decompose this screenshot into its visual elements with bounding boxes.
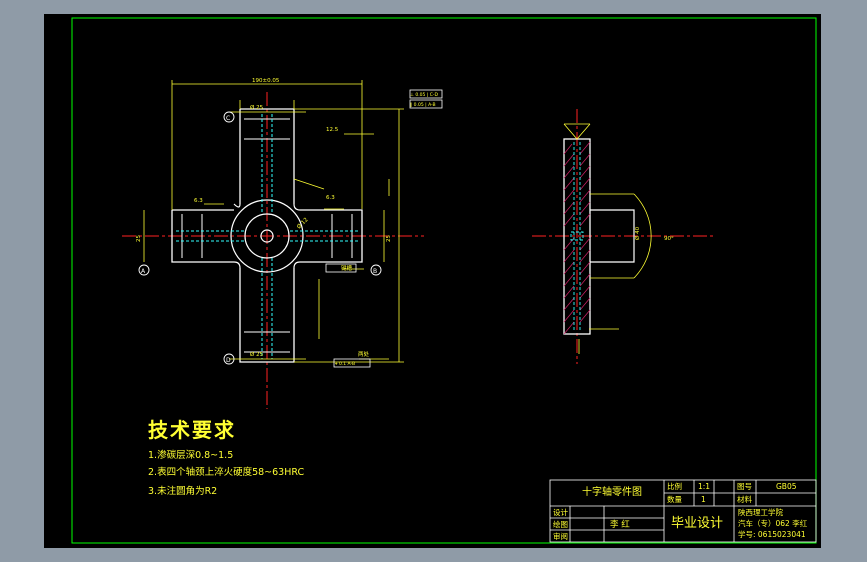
dim-roughness-3: 12.5: [326, 127, 339, 133]
title-block-material-label: 材料: [737, 495, 752, 504]
tech-requirement-3: 3.未注圆角为R2: [148, 486, 218, 497]
dim-angle: 90°: [664, 236, 674, 242]
title-block-scale-label: 比例: [667, 482, 682, 491]
datum-b-label: B: [373, 268, 377, 275]
section-hatch: [563, 141, 591, 335]
dim-overall-width: 190±0.05: [252, 78, 280, 84]
pair-label: 两处: [358, 350, 370, 358]
dim-left-height: 25: [136, 235, 142, 242]
datum-a-bubble: [138, 264, 150, 276]
hub-inner-circle: [244, 213, 290, 259]
dim-lower-diameter: Ø 25: [250, 351, 264, 358]
title-block-drawing-no-label: 图号: [737, 482, 752, 491]
dim-upper-diameter: Ø 25: [250, 104, 264, 111]
datum-c-label: C: [226, 115, 230, 122]
tolerance-frame-1-text: ⊥ 0.05 | C-D: [410, 92, 439, 98]
dim-right-height: 25: [386, 235, 392, 242]
datum-d-bubble: [223, 353, 235, 365]
tech-requirements-title: 技术要求: [148, 418, 236, 442]
angle-arc: [633, 193, 652, 279]
tolerance-frame-3: [333, 358, 371, 368]
side-section-view: Ø 40 90°: [532, 109, 716, 364]
tolerance-frame-2: [409, 99, 443, 109]
tolerance-frame-2-text: ∥ 0.05 | A-B: [410, 102, 436, 108]
hub-outer-circle: [230, 199, 304, 273]
title-block-drafter: 李 红: [610, 520, 630, 530]
title-block-project: 毕业设计: [671, 516, 724, 531]
dim-roughness-2: 6.3: [326, 195, 335, 201]
datum-c-bubble: [223, 111, 235, 123]
slot-label-frame: [325, 263, 357, 273]
tech-requirement-2: 2.表四个轴颈上淬火硬度58~63HRC: [148, 467, 305, 478]
slot-label: 键槽: [341, 264, 353, 272]
datum-b-bubble: [370, 264, 382, 276]
datum-d-label: D: [226, 357, 231, 364]
tolerance-note: ⌖ 0.1 A-B: [335, 361, 355, 367]
title-block-drawing-label: 绘图: [553, 520, 568, 529]
front-dimensions: [143, 80, 404, 363]
dim-roughness-1: 6.3: [194, 198, 203, 204]
title-block-class: 汽车（专）062 李红: [738, 519, 808, 528]
drawing-sheet: 190±0.05 Ø 25 Ø 25 6.3 6.3 12.5 键槽 两处 ⌖ …: [44, 14, 821, 548]
hidden-oil-passages: [176, 114, 358, 359]
inner-frame: [71, 17, 817, 544]
cad-drawing: 190±0.05 Ø 25 Ø 25 6.3 6.3 12.5 键槽 两处 ⌖ …: [71, 17, 817, 544]
title-block-design-label: 设计: [553, 508, 568, 517]
front-view: 190±0.05 Ø 25 Ø 25 6.3 6.3 12.5 键槽 两处 ⌖ …: [122, 78, 443, 409]
title-block-scale-value: 1:1: [698, 482, 711, 491]
title-block-grid: [549, 479, 817, 543]
title-block-student-id: 学号: 0615023041: [738, 530, 806, 539]
datum-a-label: A: [141, 268, 146, 275]
section-arm: [590, 209, 635, 263]
title-block-qty-value: 1: [701, 495, 706, 504]
horizontal-arm-outline: [171, 209, 363, 263]
center-bore-circle: [260, 229, 274, 243]
title-block-check-label: 审阅: [553, 532, 568, 541]
title-block-qty-label: 数量: [667, 495, 682, 504]
title-block-drawing-no-value: GB05: [776, 482, 797, 491]
title-block-school: 陕西理工学院: [738, 508, 783, 517]
tolerance-frame-1: [409, 89, 443, 99]
tech-requirement-1: 1.渗碳层深0.8~1.5: [148, 450, 234, 461]
dim-section-diameter: Ø 40: [634, 226, 641, 240]
title-block-part-name: 十字轴零件图: [582, 487, 642, 498]
